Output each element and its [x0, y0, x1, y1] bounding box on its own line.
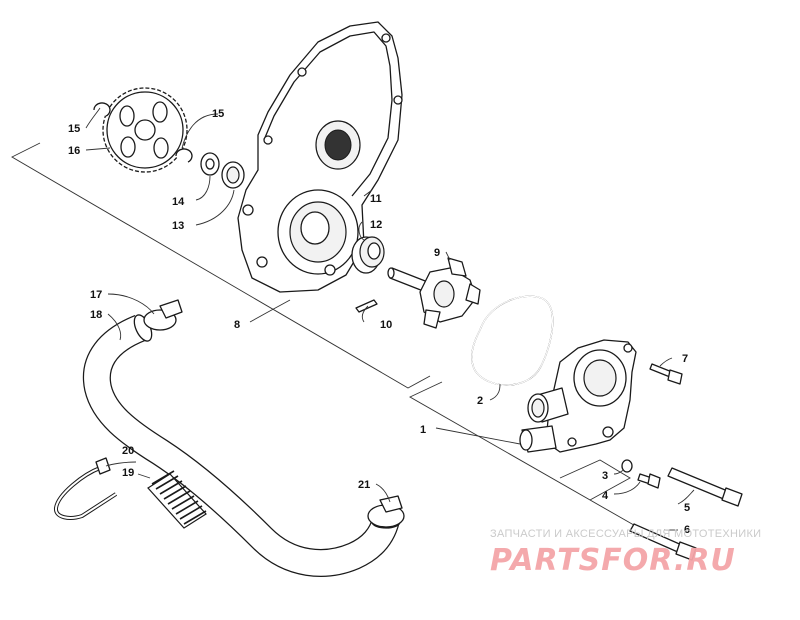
- callout-10: 10: [380, 319, 392, 331]
- callout-17: 17: [90, 289, 102, 301]
- circlip-right: [175, 148, 193, 163]
- callout-11: 11: [370, 193, 382, 205]
- impeller-shaft: [387, 257, 481, 329]
- callout-19: 19: [122, 467, 134, 479]
- callout-18: 18: [90, 309, 102, 321]
- circlip-left: [93, 102, 111, 117]
- drive-gear: [102, 87, 188, 173]
- callout-3: 3: [602, 470, 608, 482]
- bearing: [221, 161, 245, 189]
- callout-5: 5: [684, 502, 690, 514]
- callouts: 1 2 3 4 5 6 7 8 9 10 11 12 13 14 15 15 1…: [68, 108, 690, 536]
- callout-1: 1: [420, 424, 426, 436]
- washer: [200, 152, 220, 176]
- oil-seal: [351, 236, 385, 274]
- o-ring-gasket: [470, 295, 554, 386]
- callout-21: 21: [358, 479, 370, 491]
- callout-7: 7: [682, 353, 688, 365]
- bolt-6: [629, 523, 697, 561]
- callout-20: 20: [122, 445, 134, 457]
- callout-13: 13: [172, 220, 184, 232]
- dowel-pin: [355, 299, 378, 313]
- watermark-caption: ЗАПЧАСТИ И АКСЕССУАРЫ ДЛЯ МОТОТЕХНИКИ: [490, 528, 761, 540]
- watermark-logo: PARTSFOR.RU: [490, 543, 736, 578]
- callout-2: 2: [477, 395, 483, 407]
- pump-housing: [519, 339, 637, 453]
- callout-8: 8: [234, 319, 240, 331]
- callout-14: 14: [172, 196, 185, 208]
- callout-15-left: 15: [68, 123, 80, 135]
- leader-lines: [85, 107, 695, 531]
- drain-bolt: [637, 473, 661, 489]
- hose-clip: [54, 457, 118, 520]
- watermark: ЗАПЧАСТИ И АКСЕССУАРЫ ДЛЯ МОТОТЕХНИКИ PA…: [490, 528, 761, 578]
- callout-15-right: 15: [212, 108, 224, 120]
- assembly-frame-8: [11, 142, 431, 389]
- hose-spring: [147, 470, 207, 529]
- hose-clamp-upper: [143, 299, 183, 331]
- callout-16: 16: [68, 145, 80, 157]
- callout-12: 12: [370, 219, 382, 231]
- callout-9: 9: [434, 247, 440, 259]
- sealing-washer: [621, 459, 633, 473]
- bolt-5: [667, 467, 743, 507]
- callout-4: 4: [602, 490, 609, 502]
- bolt-7: [649, 363, 683, 385]
- assembly-frame-1: [409, 381, 661, 541]
- hose-clamp-lower: [367, 495, 405, 528]
- callout-6: 6: [684, 524, 690, 536]
- coolant-hose: [82, 314, 401, 577]
- housing-cover: [237, 21, 403, 293]
